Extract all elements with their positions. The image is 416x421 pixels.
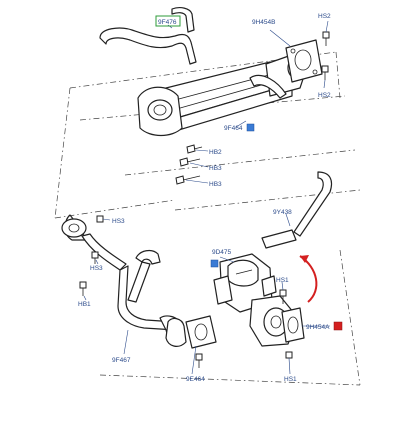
red-curved-arrow [299, 255, 318, 303]
bolt-hs1-b [285, 351, 293, 359]
label-hs2-right: HS2 [318, 92, 331, 99]
guide-lines [54, 51, 361, 386]
leader-lines [83, 20, 330, 375]
red-square-marker-9h454a [333, 321, 343, 331]
markers [210, 123, 343, 331]
label-hb3-a: HB3 [209, 165, 222, 172]
blue-square-marker-9f464 [246, 123, 255, 132]
label-9f476: 9F476 [158, 19, 177, 26]
label-9e464: 9E464 [186, 376, 205, 383]
label-hs1-a: HS1 [276, 277, 289, 284]
egr-cooler-pipe [99, 7, 197, 65]
bolt-bottom [195, 353, 203, 368]
bolt-hb2 [186, 144, 203, 154]
bolt-hs3-a [96, 215, 104, 223]
label-9y438: 9Y438 [273, 209, 292, 216]
highlight-box-9f476 [155, 15, 181, 27]
label-9h454a: 9H454A [306, 324, 330, 331]
callout-labels: 9F476 9H454B HS2 HS2 9F464 HB2 HB3 HB3 9… [78, 13, 331, 383]
bolt-hs2-top [322, 31, 330, 46]
gasket-9h454a [281, 307, 305, 343]
label-9h454b: 9H454B [252, 19, 276, 26]
bolt-hs1-a [279, 289, 287, 304]
egr-cooler [137, 51, 307, 137]
label-9d475: 9D475 [212, 249, 232, 256]
bolt-hb3-a [179, 157, 201, 167]
bolt-hb1 [79, 281, 87, 296]
label-hs2-top: HS2 [318, 13, 331, 20]
label-hb1: HB1 [78, 301, 91, 308]
egr-tube-9f467 [61, 214, 183, 345]
bolt-hs2-right [321, 65, 329, 80]
label-9f467: 9F467 [112, 357, 131, 364]
label-hb2: HB2 [209, 149, 222, 156]
label-9f464: 9F464 [224, 125, 243, 132]
blue-square-marker-9d475 [210, 259, 219, 268]
bolt-hb3-b [175, 175, 201, 185]
label-hs3-a: HS3 [112, 218, 125, 225]
gasket-9h454b [285, 39, 323, 83]
label-hs1-b: HS1 [284, 376, 297, 383]
label-hs3-b: HS3 [90, 265, 103, 272]
gasket-9e464 [165, 315, 217, 349]
vacuum-hose-9y438 [261, 171, 333, 249]
bolt-hs3-b [91, 251, 99, 264]
label-hb3-b: HB3 [209, 181, 222, 188]
